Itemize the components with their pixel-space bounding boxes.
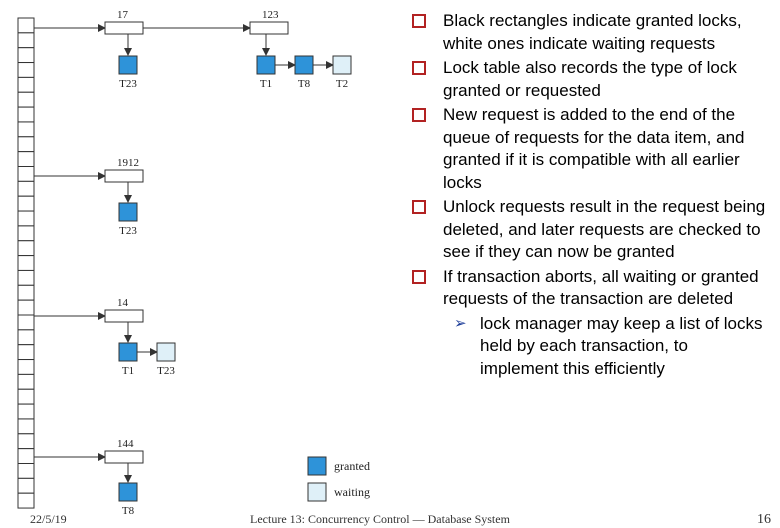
data-item-label: 1912 xyxy=(117,157,139,169)
checkbox-bullet-icon xyxy=(412,269,426,284)
bullet-text: If transaction aborts, all waiting or gr… xyxy=(443,266,759,309)
bullet-list: Black rectangles indicate granted locks,… xyxy=(410,10,770,380)
lock-table-slot xyxy=(17,418,35,435)
bullet-text: Lock table also records the type of lock… xyxy=(443,58,737,100)
lock-table-slot xyxy=(17,91,35,108)
legend-granted-label: granted xyxy=(334,459,370,473)
lock-table-slot xyxy=(17,180,35,197)
lock-table-slot xyxy=(17,433,35,450)
bullet-text: New request is added to the end of the q… xyxy=(443,105,745,192)
request-granted xyxy=(118,342,138,362)
lock-table-slot xyxy=(17,76,35,93)
data-item-label: 144 xyxy=(117,438,134,450)
lock-table-slot xyxy=(17,255,35,271)
lock-table-slot xyxy=(17,210,35,227)
legend-waiting-label: waiting xyxy=(334,485,370,499)
bullet-item: Black rectangles indicate granted locks,… xyxy=(410,10,770,55)
bullet-text: Unlock requests result in the request be… xyxy=(443,197,766,261)
data-item-box xyxy=(104,309,144,323)
lock-table-slot xyxy=(17,403,35,420)
lock-table-slot xyxy=(17,463,35,479)
request-granted xyxy=(118,482,138,502)
data-item-box xyxy=(104,21,144,35)
bullet-item: Unlock requests result in the request be… xyxy=(410,196,770,264)
data-item-label: 123 xyxy=(262,9,279,21)
lock-table-slot xyxy=(17,344,35,361)
bullet-item: Lock table also records the type of lock… xyxy=(410,57,770,102)
transaction-label: T1 xyxy=(122,365,134,377)
lock-table-slot xyxy=(17,240,35,257)
transaction-label: T23 xyxy=(119,78,137,90)
request-granted xyxy=(118,55,138,75)
lock-table-slot xyxy=(17,329,35,346)
bullet-item: If transaction aborts, all waiting or gr… xyxy=(410,266,770,311)
lock-table-slot xyxy=(17,151,35,167)
request-granted xyxy=(256,55,276,75)
lock-table-slot xyxy=(17,225,35,242)
footer-page-number: 16 xyxy=(757,512,771,527)
transaction-label: T2 xyxy=(336,78,348,90)
bullet-text: Black rectangles indicate granted locks,… xyxy=(443,11,742,53)
data-item-box xyxy=(249,21,289,35)
legend-granted-swatch xyxy=(307,456,327,476)
footer-title: Lecture 13: Concurrency Control — Databa… xyxy=(250,512,510,526)
request-waiting xyxy=(332,55,352,75)
lock-table-slot xyxy=(17,17,35,34)
legend-waiting-swatch xyxy=(307,482,327,502)
lock-table-slot xyxy=(17,166,35,182)
checkbox-bullet-icon xyxy=(412,200,426,214)
lock-table-slot xyxy=(17,121,35,138)
request-granted xyxy=(294,55,314,75)
lock-table-slot xyxy=(17,195,35,212)
lock-table-slot xyxy=(17,32,35,49)
lock-table-slot xyxy=(17,106,35,123)
checkbox-bullet-icon xyxy=(412,14,426,28)
transaction-label: T8 xyxy=(298,78,311,90)
transaction-label: T23 xyxy=(119,225,137,237)
lock-table-slot xyxy=(17,136,35,153)
lock-table-slot xyxy=(17,448,35,464)
bullet-item: New request is added to the end of the q… xyxy=(410,104,770,194)
data-item-label: 14 xyxy=(117,297,129,309)
transaction-label: T1 xyxy=(260,78,272,90)
sub-bullet-item: ➢ lock manager may keep a list of locks h… xyxy=(410,313,770,381)
lock-table-slot xyxy=(17,299,35,316)
lock-table-slot xyxy=(17,269,35,286)
lock-table-slot xyxy=(17,314,35,331)
lock-table-slot xyxy=(17,62,35,78)
lock-table-slot xyxy=(17,388,35,405)
sub-bullet-text: lock manager may keep a list of locks he… xyxy=(480,313,763,378)
lock-table-slot xyxy=(17,359,35,375)
transaction-label: T8 xyxy=(122,505,135,517)
arrow-bullet-icon: ➢ xyxy=(454,314,467,332)
lock-table-slot xyxy=(17,477,35,494)
checkbox-bullet-icon xyxy=(412,108,426,122)
legend: granted waiting xyxy=(307,456,370,502)
footer-date: 22/5/19 xyxy=(30,512,67,526)
data-item-box xyxy=(104,169,144,183)
lock-table-slot xyxy=(17,373,35,390)
data-item-label: 17 xyxy=(117,9,129,21)
request-granted xyxy=(118,202,138,222)
request-waiting xyxy=(156,342,176,362)
checkbox-bullet-icon xyxy=(412,61,426,75)
lock-table-slot xyxy=(17,492,35,509)
lock-table-column xyxy=(17,17,35,509)
lock-table-slot xyxy=(17,284,35,301)
transaction-label: T23 xyxy=(157,365,175,377)
lock-table-slot xyxy=(17,47,35,64)
data-item-box xyxy=(104,450,144,464)
